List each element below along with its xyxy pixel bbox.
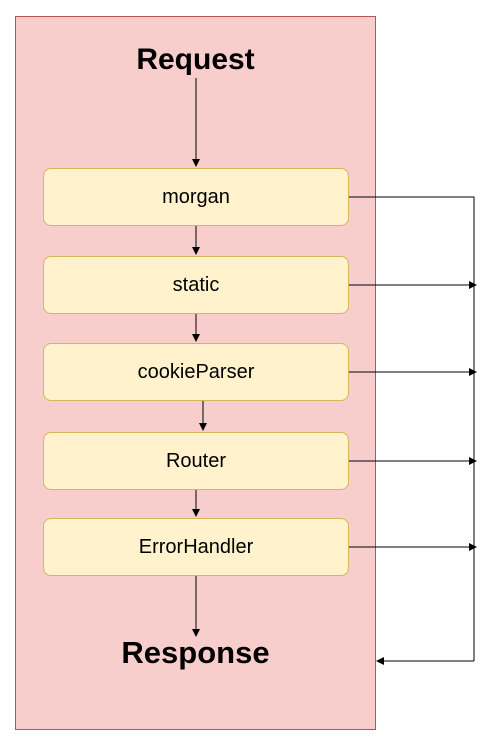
middleware-box-morgan: morgan: [43, 168, 349, 226]
middleware-box-router: Router: [43, 432, 349, 490]
middleware-box-cookieparser: cookieParser: [43, 343, 349, 401]
middleware-box-errorhandler: ErrorHandler: [43, 518, 349, 576]
response-heading: Response: [121, 635, 270, 670]
bypass-bus-line: [349, 196, 475, 661]
request-heading: Request: [136, 43, 255, 76]
middleware-box-static: static: [43, 256, 349, 314]
